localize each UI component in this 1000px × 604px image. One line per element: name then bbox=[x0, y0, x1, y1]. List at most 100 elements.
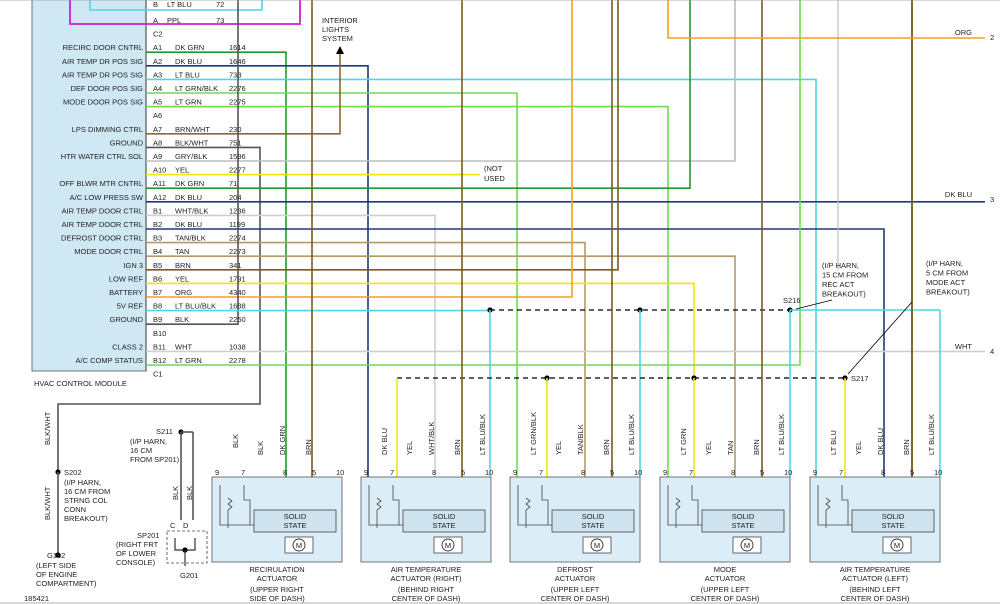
wire-color: LT BLU bbox=[175, 70, 200, 79]
splice-s202-note: 16 CM FROM bbox=[64, 487, 110, 496]
actuator-location: CENTER OF DASH) bbox=[841, 594, 910, 603]
actuator-wire-color: YEL bbox=[704, 441, 713, 455]
wire-color: DK BLU bbox=[175, 220, 202, 229]
actuator-pin-number: 5 bbox=[461, 468, 465, 477]
actuator-pin-number: 10 bbox=[485, 468, 493, 477]
pin-function-label: LOW REF bbox=[109, 274, 144, 283]
circuit-number: 2278 bbox=[229, 356, 246, 365]
wire-color: DK BLU bbox=[175, 57, 202, 66]
actuator-wire-color: BRN bbox=[902, 439, 911, 455]
splice-s211-note: FROM SP201) bbox=[130, 455, 180, 464]
actuator-internal bbox=[667, 485, 702, 526]
motor-label: M bbox=[445, 541, 451, 550]
wire-color-blk: BLK bbox=[185, 486, 194, 500]
potentiometer-icon bbox=[675, 497, 681, 528]
pin-id: C2 bbox=[153, 30, 163, 39]
wire-color: LT BLU bbox=[167, 0, 192, 9]
actuator-pin-number: 10 bbox=[336, 468, 344, 477]
pin-id: A1 bbox=[153, 43, 162, 52]
actuator-name: ACTUATOR bbox=[257, 574, 298, 583]
actuator-internal bbox=[219, 485, 254, 526]
wire-color: LT GRN bbox=[175, 356, 202, 365]
motor-label: M bbox=[296, 541, 302, 550]
pin-function-label: BATTERY bbox=[109, 288, 143, 297]
actuator-location: (BEHIND RIGHT bbox=[398, 585, 455, 594]
wire-color: PPL bbox=[167, 16, 181, 25]
actuator-wire-color: YEL bbox=[854, 441, 863, 455]
pin-function-label: DEFROST DOOR CTRL bbox=[61, 234, 143, 243]
solid-state-label: SOLID bbox=[582, 512, 605, 521]
wire-color-blkwht: BLK/WHT bbox=[43, 486, 52, 520]
motor-icon bbox=[292, 538, 306, 552]
solid-state-block bbox=[851, 509, 935, 533]
wire-air-temp-pos-left bbox=[146, 78, 817, 477]
actuator-internal bbox=[243, 485, 251, 525]
actuator-name: ACTUATOR (RIGHT) bbox=[391, 574, 462, 583]
solid-state-label: STATE bbox=[581, 521, 604, 530]
pin-function-label: GROUND bbox=[110, 315, 144, 324]
circuit-number: 230 bbox=[229, 125, 242, 134]
wire-air-temp-ctrl-1 bbox=[146, 214, 436, 477]
actuator-location: (UPPER RIGHT bbox=[250, 585, 304, 594]
wire-color: BLK/WHT bbox=[175, 138, 209, 147]
actuator-location: CENTER OF DASH) bbox=[392, 594, 461, 603]
circuit-number: 2275 bbox=[229, 98, 246, 107]
actuator-location: (UPPER LEFT bbox=[551, 585, 600, 594]
wire-ground-blkwht bbox=[57, 146, 261, 472]
splice-s202-note: STRNG COL bbox=[64, 496, 108, 505]
actuator-name: ACTUATOR bbox=[555, 574, 596, 583]
potentiometer-icon bbox=[227, 497, 233, 528]
wire-mode-pos bbox=[146, 105, 669, 477]
pin-function-label: AIR TEMP DOOR CTRL bbox=[62, 220, 143, 229]
wire-color-blkwht: BLK/WHT bbox=[43, 411, 52, 445]
ground-g102-note: (LEFT SIDE bbox=[36, 561, 76, 570]
pin-function-label: IGN 3 bbox=[123, 261, 143, 270]
wire-org-right bbox=[667, 0, 985, 39]
actuator-pin-number: 8 bbox=[581, 468, 585, 477]
pin-id: A6 bbox=[153, 111, 162, 120]
wire-color: DK BLU bbox=[175, 193, 202, 202]
connector-d: D bbox=[183, 521, 189, 530]
circuit-number: 2273 bbox=[229, 247, 246, 256]
splice-s217: S217 bbox=[851, 374, 869, 383]
pin-function-label: CLASS 2 bbox=[112, 342, 143, 351]
actuator-pin-number: 8 bbox=[283, 468, 287, 477]
not-used-label: (NOT bbox=[484, 164, 503, 173]
splice-s202-note: CONN bbox=[64, 505, 86, 514]
splice-s211-note: 16 CM bbox=[130, 446, 152, 455]
pin-id: B3 bbox=[153, 234, 162, 243]
right-edge-label: ORG bbox=[955, 28, 972, 37]
actuator-pin-number: 9 bbox=[663, 468, 667, 477]
figure-id: 185421 bbox=[24, 594, 49, 603]
actuator-wire-color: BLK bbox=[256, 441, 265, 455]
pin-id: A10 bbox=[153, 166, 166, 175]
hvac-module-label: HVAC CONTROL MODULE bbox=[34, 379, 127, 388]
motor-icon bbox=[890, 538, 904, 552]
wire-mode-ctrl bbox=[146, 255, 736, 477]
splice-sp201-note: (RIGHT FRT bbox=[116, 540, 159, 549]
ground-g102-dot bbox=[55, 552, 61, 558]
hvac-module-box bbox=[31, 0, 147, 372]
actuator-wire-color: LT BLU/BLK bbox=[627, 414, 636, 455]
pin-id: B5 bbox=[153, 261, 162, 270]
actuator-location: (BEHIND LEFT bbox=[849, 585, 901, 594]
pin-id: B1 bbox=[153, 206, 162, 215]
splice-s217-note: MODE ACT bbox=[926, 278, 966, 287]
actuator-internal bbox=[691, 485, 699, 525]
leader-s217 bbox=[847, 301, 913, 375]
motor-icon bbox=[441, 538, 455, 552]
wire-color: ORG bbox=[175, 288, 192, 297]
circuit-number: 2274 bbox=[229, 234, 246, 243]
leader-s216 bbox=[795, 299, 833, 310]
splice-s202: S202 bbox=[64, 468, 82, 477]
solid-state-label: STATE bbox=[731, 521, 754, 530]
circuit-number: 341 bbox=[229, 261, 242, 270]
pin-id: A7 bbox=[153, 125, 162, 134]
actuator-pin-number: 9 bbox=[215, 468, 219, 477]
pin-id: B2 bbox=[153, 220, 162, 229]
pin-function-label: AIR TEMP DR POS SIG bbox=[62, 70, 143, 79]
wire-color: WHT/BLK bbox=[175, 206, 208, 215]
wire-lps-dimming bbox=[146, 52, 341, 135]
actuator-wire-color: BRN bbox=[752, 439, 761, 455]
pin-id: A bbox=[153, 16, 158, 25]
